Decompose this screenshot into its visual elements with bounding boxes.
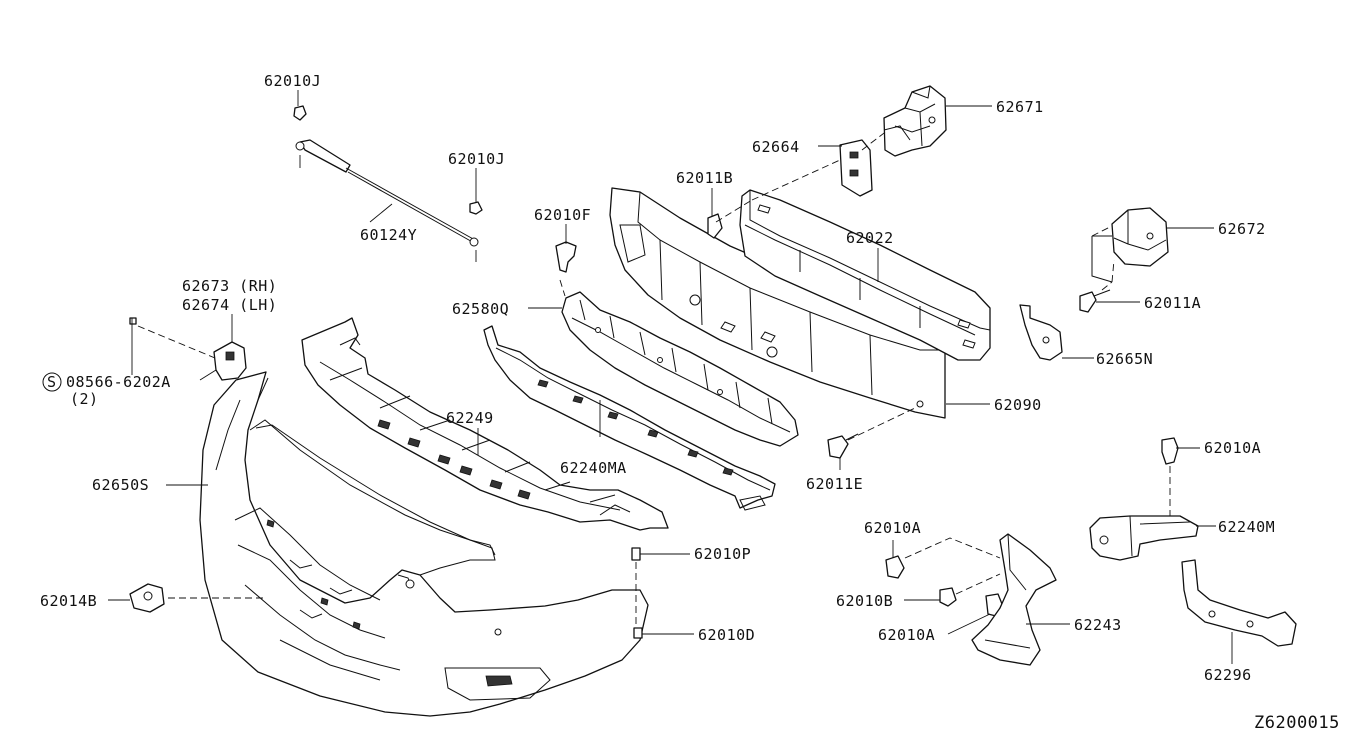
- bracket-plate-62664: [839, 139, 873, 197]
- label-62240MA: 62240MA: [560, 459, 627, 477]
- label-62672: 62672: [1218, 220, 1266, 238]
- label-62665N: 62665N: [1096, 350, 1153, 368]
- label-62010P: 62010P: [694, 545, 751, 563]
- label-62674: 62674 (LH): [182, 296, 277, 314]
- label-62243: 62243: [1074, 616, 1122, 634]
- label-60124Y: 60124Y: [360, 226, 417, 244]
- label-62010J-mid: 62010J: [448, 150, 505, 168]
- label-62249: 62249: [446, 409, 494, 427]
- label-62010A-bottom: 62010A: [878, 626, 935, 644]
- label-62010A-left: 62010A: [864, 519, 921, 537]
- standard-part-symbol: S: [42, 372, 62, 392]
- label-62673: 62673 (RH): [182, 277, 277, 295]
- label-62296: 62296: [1204, 666, 1252, 684]
- label-62090: 62090: [994, 396, 1042, 414]
- fascia-upper-opening: [255, 424, 496, 556]
- bracket-62296: [1181, 559, 1297, 647]
- label-62010J-top: 62010J: [264, 72, 321, 90]
- label-08566-qty: (2): [70, 390, 99, 408]
- callout-labels: 62010J 62010J 60124Y 62673 (RH) 62674 (L…: [40, 72, 1340, 733]
- label-62014B: 62014B: [40, 592, 97, 610]
- label-62010F: 62010F: [534, 206, 591, 224]
- front-bumper-fascia: [199, 371, 649, 717]
- label-62240M: 62240M: [1218, 518, 1275, 536]
- label-08566: 08566-6202A: [66, 373, 171, 391]
- label-62011E: 62011E: [806, 475, 863, 493]
- label-62671: 62671: [996, 98, 1044, 116]
- assembly-lines: [137, 129, 1171, 626]
- bumper-bracket-62240MA: [483, 325, 776, 511]
- side-bracket-62240M: [1089, 515, 1199, 561]
- label-62650S: 62650S: [92, 476, 149, 494]
- leader-lines: [108, 90, 1233, 664]
- label-62022: 62022: [846, 229, 894, 247]
- label-62010D: 62010D: [698, 626, 755, 644]
- label-62580Q: 62580Q: [452, 300, 509, 318]
- label-62011B: 62011B: [676, 169, 733, 187]
- fasteners: [129, 105, 1179, 639]
- bumper-armature-62022: [739, 189, 991, 361]
- label-62010B: 62010B: [836, 592, 893, 610]
- stay-bracket-62671: [883, 85, 947, 157]
- label-62010A-right: 62010A: [1204, 439, 1261, 457]
- diagram-id: Z6200015: [1254, 713, 1340, 733]
- standard-part-letter: S: [47, 373, 57, 391]
- grille-support-panel: [301, 317, 669, 531]
- energy-absorber-62580Q: [561, 291, 799, 447]
- hood-stay-rod-60124Y: [295, 139, 479, 262]
- stay-bracket-62672: [1091, 207, 1169, 283]
- label-62664: 62664: [752, 138, 800, 156]
- label-62011A: 62011A: [1144, 294, 1201, 312]
- lower-bracket-62243: [971, 533, 1057, 666]
- bracket-62665N: [1019, 304, 1063, 361]
